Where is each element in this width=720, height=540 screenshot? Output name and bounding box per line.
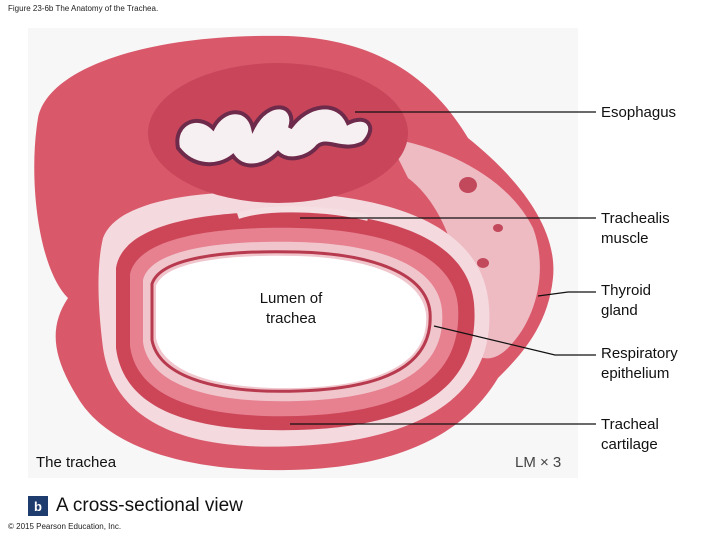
label-respiratory-line2: epithelium (601, 365, 670, 382)
respiratory-epithelium (150, 250, 432, 393)
lumen (156, 255, 427, 389)
label-trachealis-muscle: Trachealis muscle (601, 209, 711, 249)
blood-vessel (459, 177, 477, 193)
label-cartilage-line1: Tracheal (601, 416, 659, 433)
label-trachealis-line2: muscle (601, 230, 649, 247)
label-lumen-line1: Lumen of (259, 290, 323, 307)
caption-text: A cross-sectional view (56, 495, 243, 516)
label-cartilage-line2: cartilage (601, 436, 658, 453)
caption-badge: b (28, 496, 48, 516)
blood-vessel (493, 224, 503, 232)
blood-vessel (477, 258, 489, 268)
figure-caption: b A cross-sectional view (28, 494, 243, 518)
label-lumen-of-trachea: Lumen of trachea (246, 289, 336, 329)
label-lumen-line2: trachea (265, 310, 317, 327)
magnification-label: LM × 3 (515, 454, 562, 471)
label-trachealis-line1: Trachealis (601, 210, 670, 227)
copyright: © 2015 Pearson Education, Inc. (8, 522, 122, 531)
esophagus-lumen (175, 105, 373, 168)
label-thyroid-line2: gland (601, 302, 638, 319)
label-respiratory-line1: Respiratory (601, 345, 678, 362)
trachealis-band (237, 206, 369, 221)
label-tracheal-cartilage: Tracheal cartilage (601, 415, 711, 455)
inset-label: The trachea (36, 454, 117, 471)
label-thyroid-line1: Thyroid (601, 282, 652, 299)
micrograph-image (28, 28, 578, 478)
trachea-cross-section (34, 35, 554, 471)
label-esophagus: Esophagus (601, 104, 677, 121)
label-thyroid-gland: Thyroid gland (601, 281, 711, 321)
label-respiratory-epithelium: Respiratory epithelium (601, 344, 711, 384)
figure-title: Figure 23-6b The Anatomy of the Trachea. (8, 4, 159, 13)
